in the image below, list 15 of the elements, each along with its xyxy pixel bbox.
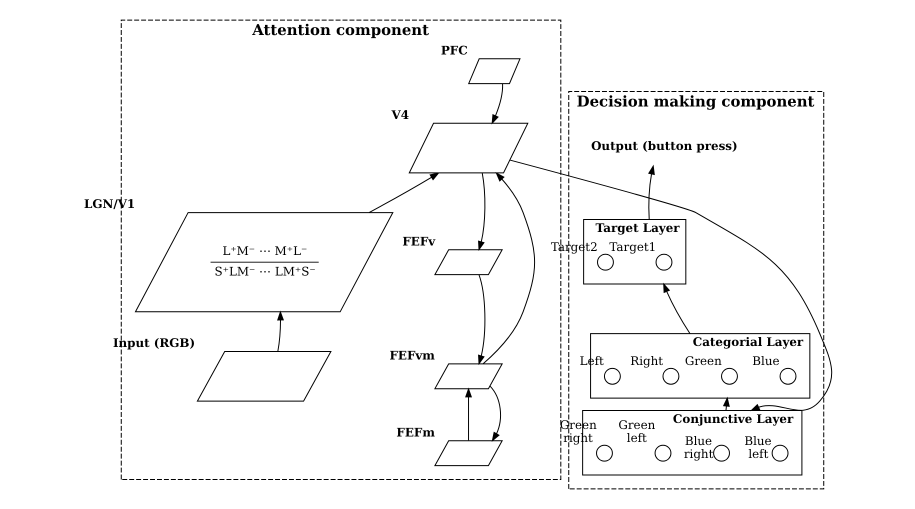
node-label: Blue xyxy=(752,354,780,368)
node-label: Blue left xyxy=(744,434,772,461)
node-label: PFC xyxy=(440,43,468,58)
node-label: Green xyxy=(684,354,722,368)
node-label: Blue right xyxy=(683,434,713,461)
node-label: FEFvm xyxy=(388,348,434,363)
node-text: Output (button press) xyxy=(590,139,738,154)
node-label: Green left xyxy=(618,418,655,445)
node-label: Input (RGB) xyxy=(112,336,195,350)
node-label: LGN/V1 xyxy=(83,197,135,212)
node-label: V4 xyxy=(391,108,409,122)
node-label: Target1 xyxy=(608,240,656,254)
node-label: FEFv xyxy=(402,234,435,248)
node-label: Right xyxy=(630,354,663,368)
node-label: FEFm xyxy=(396,425,434,440)
